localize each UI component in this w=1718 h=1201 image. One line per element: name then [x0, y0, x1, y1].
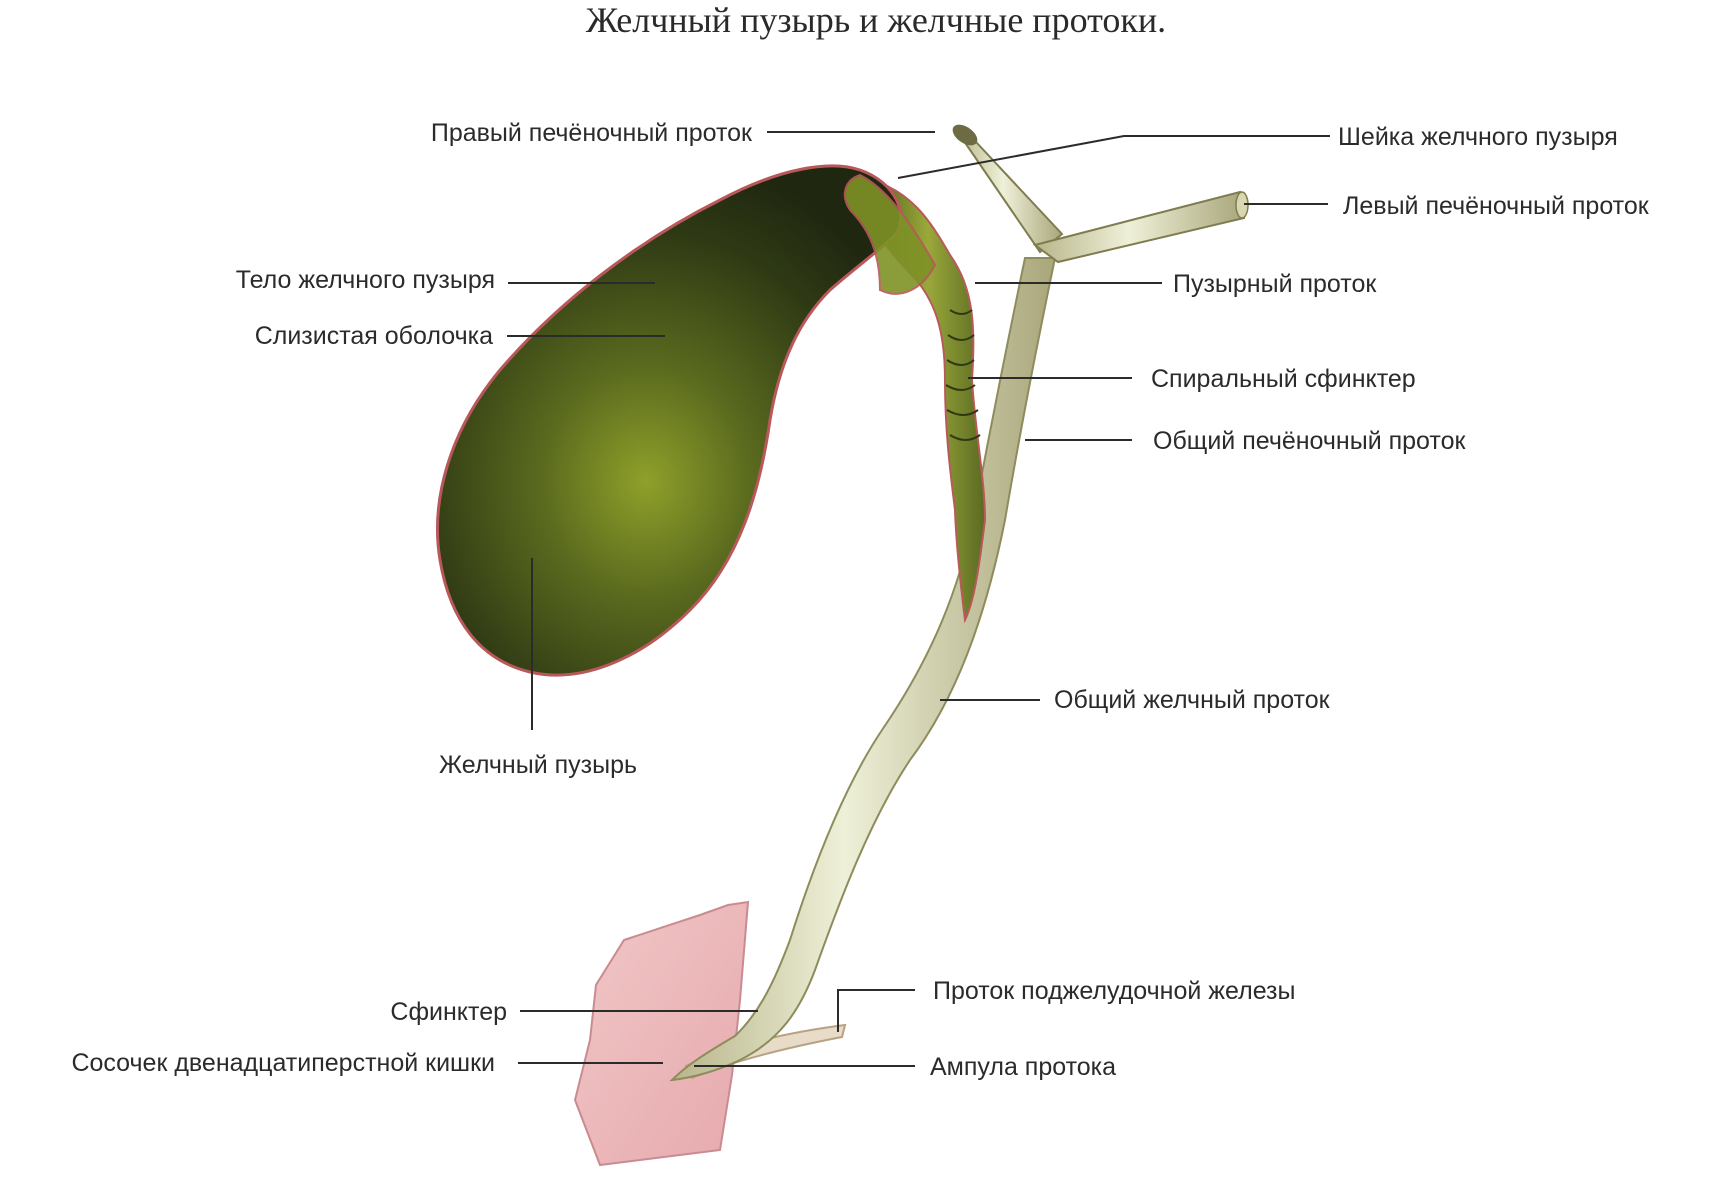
label-gallbladder-neck: Шейка желчного пузыря: [1338, 123, 1618, 151]
label-common-hepatic-duct: Общий печёночный проток: [1153, 427, 1466, 455]
label-duodenal-papilla: Сосочек двенадцатиперстной кишки: [71, 1049, 495, 1077]
label-ampulla: Ампула протока: [930, 1053, 1116, 1081]
labels: Правый печёночный проток Шейка желчного …: [71, 119, 1649, 1081]
duodenum-fragment: [573, 900, 750, 1167]
label-left-hepatic-duct: Левый печёночный проток: [1343, 192, 1650, 220]
label-spiral-sphincter: Спиральный сфинктер: [1151, 365, 1416, 393]
spiral-folds: [945, 309, 981, 441]
label-gallbladder-body: Тело желчного пузыря: [236, 266, 495, 294]
label-mucosa: Слизистая оболочка: [255, 322, 493, 350]
right-hepatic-duct-shape: [954, 127, 1064, 254]
left-hepatic-duct-shape: [1032, 190, 1246, 264]
cystic-duct-shape: [869, 178, 987, 624]
gallbladder-shape: [436, 164, 903, 677]
diagram-title: Желчный пузырь и желчные протоки.: [586, 0, 1166, 40]
label-right-hepatic-duct: Правый печёночный проток: [431, 119, 753, 147]
leader-pancreatic: [837, 989, 915, 1032]
leader-neck: [897, 135, 1330, 179]
gallbladder-neck-shape: [843, 173, 937, 295]
common-bile-duct-shape: [669, 257, 1057, 1082]
right-hepatic-duct-end: [952, 124, 978, 146]
label-cystic-duct: Пузырный проток: [1173, 270, 1377, 298]
label-gallbladder: Желчный пузырь: [439, 751, 637, 779]
label-sphincter: Сфинктер: [390, 998, 507, 1026]
label-pancreatic-duct: Проток поджелудочной железы: [933, 977, 1295, 1005]
label-common-bile-duct: Общий желчный проток: [1054, 686, 1331, 714]
leader-lines: [507, 131, 1330, 1067]
